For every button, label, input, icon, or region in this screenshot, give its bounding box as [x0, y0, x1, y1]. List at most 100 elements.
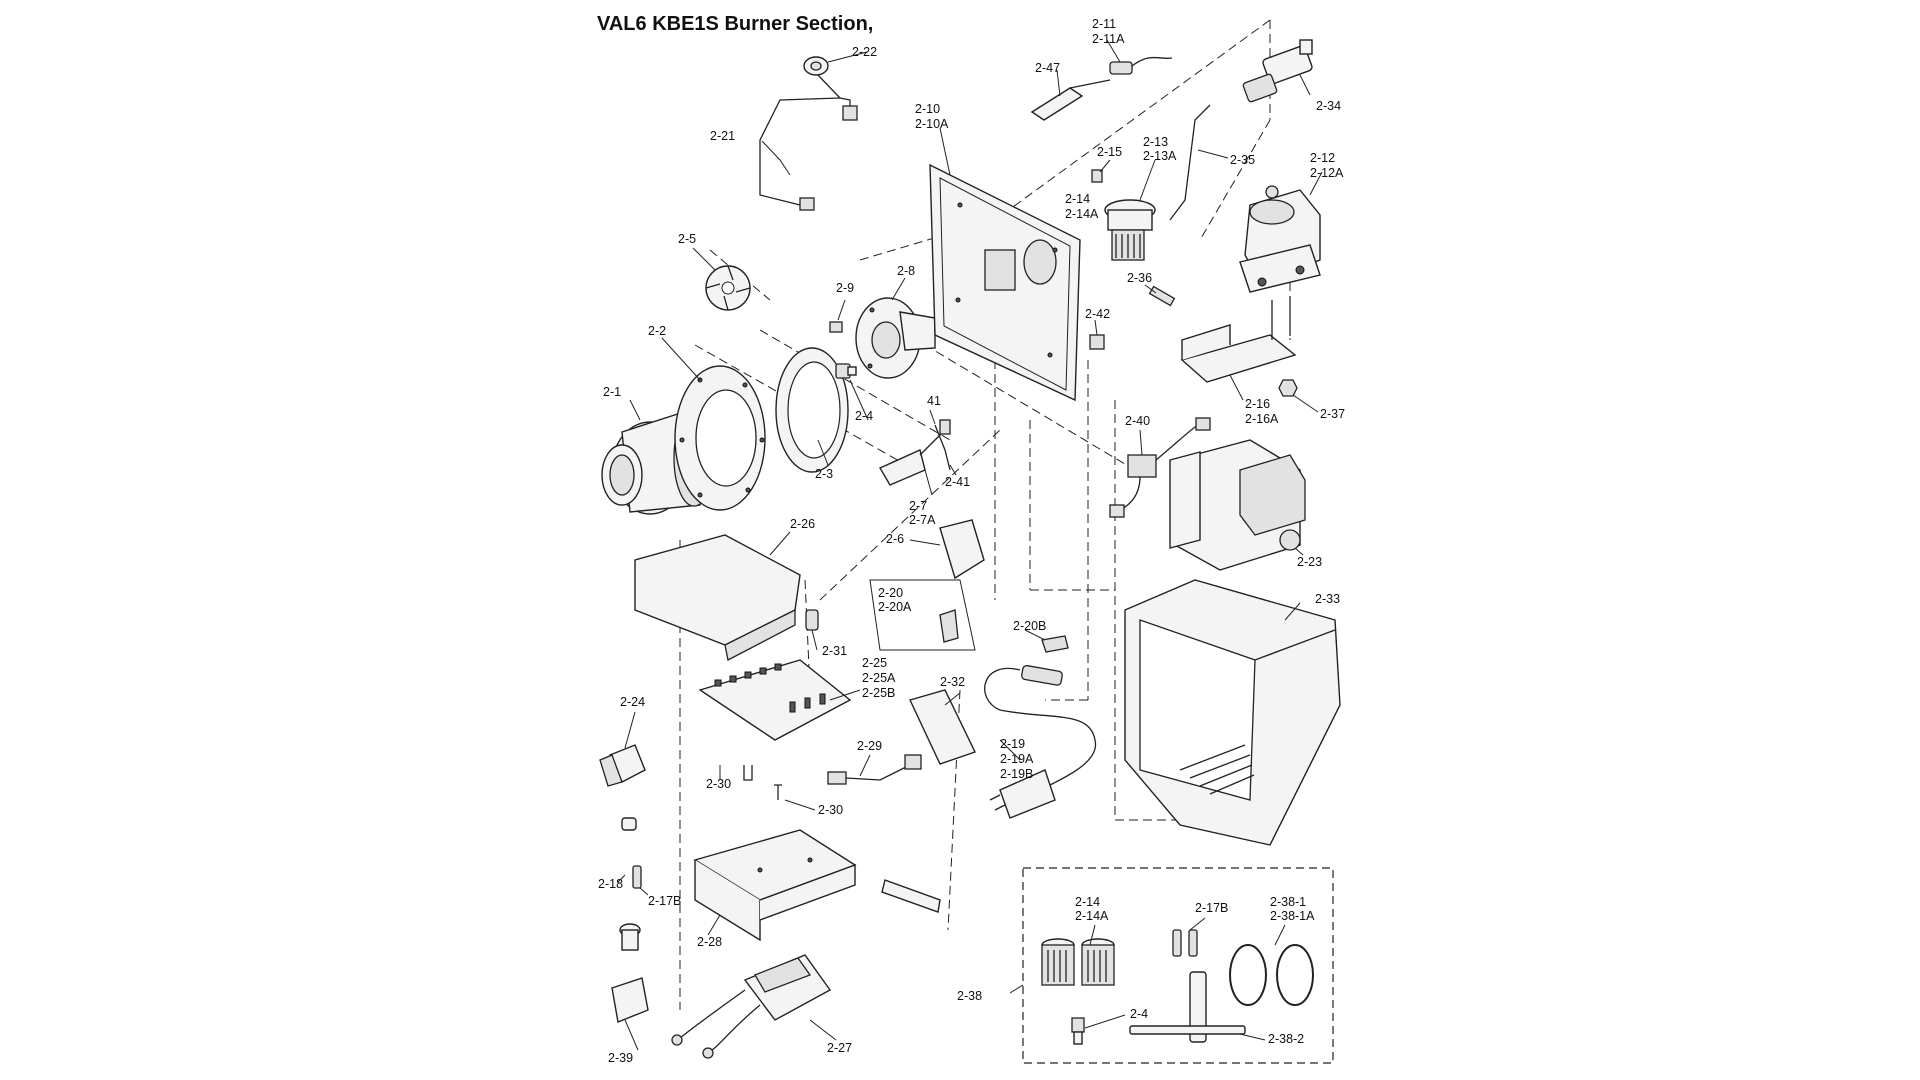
- kit-fuse-pair: [1172, 929, 1198, 957]
- part-2-37-nut: [1278, 379, 1298, 397]
- part-2-34-solenoid-valve: [1242, 39, 1313, 103]
- label-2-18: 2-18: [598, 877, 623, 891]
- part-2-42-clip: [1089, 334, 1105, 350]
- label-2-28: 2-28: [697, 935, 722, 949]
- part-2-47-sight-glass: [1030, 79, 1111, 121]
- part-2-15-fitting: [1091, 169, 1103, 183]
- label-2-14A: 2-14A: [1065, 207, 1099, 221]
- label-2-38: 2-38: [957, 989, 982, 1003]
- kit-labels: 2-14 2-14A 2-17B 2-38-1 2-38-1A 2-4 2-38…: [1075, 895, 1315, 1046]
- label-2-20B: 2-20B: [1013, 619, 1046, 633]
- part-2-39-bracket: [611, 977, 649, 1023]
- kit-nozzle: [1071, 1017, 1085, 1045]
- label-2-22: 2-22: [852, 45, 877, 59]
- part-2-24-transformer: [599, 744, 646, 787]
- diagram-title: VAL6 KBE1S Burner Section,: [597, 13, 873, 35]
- label-2-15: 2-15: [1097, 145, 1122, 159]
- label-2-17B: 2-17B: [648, 894, 681, 908]
- label-2-1: 2-1: [603, 385, 621, 399]
- part-2-25-control-board: [698, 659, 852, 741]
- label-2-40: 2-40: [1125, 414, 1150, 428]
- label-2-8: 2-8: [897, 264, 915, 278]
- label-2-29: 2-29: [857, 739, 882, 753]
- label-2-47: 2-47: [1035, 61, 1060, 75]
- label-2-25A: 2-25A: [862, 671, 896, 685]
- label-2-24: 2-24: [620, 695, 645, 709]
- service-kit-box: [1022, 867, 1334, 1064]
- kit-oil-filter-pair: [1041, 938, 1115, 986]
- part-2-33-burner-cover: [1124, 579, 1341, 846]
- leader-lines: [617, 39, 1323, 1051]
- label-2-4: 2-4: [855, 409, 873, 423]
- label-2-16: 2-16: [1245, 397, 1270, 411]
- label-2-23: 2-23: [1297, 555, 1322, 569]
- part-2-30-clip-a: [743, 765, 753, 781]
- part-2-16-pump-bracket: [1180, 296, 1297, 383]
- label-2-32: 2-32: [940, 675, 965, 689]
- part-2-27-cable-connector: [671, 954, 832, 1059]
- kit-label-2-14A: 2-14A: [1075, 909, 1109, 923]
- part-2-17B-fuse: [632, 865, 642, 889]
- kit-label-2-17B: 2-17B: [1195, 901, 1228, 915]
- part-2-36-sensor: [1148, 285, 1176, 307]
- part-2-10-mounting-plate: [929, 163, 1081, 402]
- label-2-31: 2-31: [822, 644, 847, 658]
- label-2-39: 2-39: [608, 1051, 633, 1065]
- part-2-19-power-cord: [984, 635, 1097, 819]
- label-41: 41: [927, 394, 941, 408]
- part-2-21-oil-line: [759, 71, 858, 211]
- label-2-10: 2-10: [915, 102, 940, 116]
- part-2-9-fitting: [829, 321, 843, 333]
- label-2-19: 2-19: [1000, 737, 1025, 751]
- part-2-2-flange: [674, 365, 766, 511]
- label-2-27: 2-27: [827, 1041, 852, 1055]
- label-2-21: 2-21: [710, 129, 735, 143]
- label-2-19A: 2-19A: [1000, 752, 1034, 766]
- label-2-25: 2-25: [862, 656, 887, 670]
- part-2-29-harness: [827, 754, 922, 785]
- kit-o-ring-pair: [1229, 944, 1314, 1006]
- part-2-35-oil-line: [1169, 104, 1211, 221]
- kit-label-2-38-1A: 2-38-1A: [1270, 909, 1315, 923]
- label-2-10A: 2-10A: [915, 117, 949, 131]
- label-2-14: 2-14: [1065, 192, 1090, 206]
- label-2-9: 2-9: [836, 281, 854, 295]
- part-2-14-oil-filter: [1111, 229, 1145, 261]
- label-2-41: 2-41: [945, 475, 970, 489]
- label-2-33: 2-33: [1315, 592, 1340, 606]
- part-2-30-clip-b: [774, 784, 782, 800]
- label-2-11A: 2-11A: [1092, 32, 1125, 46]
- part-2-4-nozzle: [835, 363, 857, 379]
- label-2-37: 2-37: [1320, 407, 1345, 421]
- part-2-7-ignition-electrode: [879, 419, 951, 486]
- part-2-6-bracket: [939, 519, 985, 580]
- label-2-42: 2-42: [1085, 307, 1110, 321]
- label-2-20A: 2-20A: [878, 600, 912, 614]
- label-2-30-b: 2-30: [818, 803, 843, 817]
- label-2-6: 2-6: [886, 532, 904, 546]
- label-2-11: 2-11: [1092, 17, 1116, 31]
- part-number-labels: 2-22 2-21 2-5 2-2 2-1 2-3 2-4 2-9 2-8 2-…: [598, 17, 1345, 1065]
- label-2-35: 2-35: [1230, 153, 1255, 167]
- part-2-23-blower-motor: [1169, 439, 1306, 571]
- label-2-13A: 2-13A: [1143, 149, 1177, 163]
- part-2-32-plate: [881, 689, 976, 913]
- part-2-11-photocell: [1109, 56, 1173, 75]
- part-2-18-fuse-holder: [619, 817, 641, 951]
- part-2-13-filter-housing: [1104, 199, 1156, 231]
- label-2-36: 2-36: [1127, 271, 1152, 285]
- part-2-5-fan-wheel: [705, 265, 751, 311]
- kit-label-2-38-2: 2-38-2: [1268, 1032, 1304, 1046]
- part-2-26-control-cover: [634, 534, 801, 661]
- label-2-25B: 2-25B: [862, 686, 895, 700]
- part-2-28-base-bracket: [693, 829, 857, 942]
- part-2-22-grommet: [803, 56, 829, 76]
- part-2-40-wiring-harness: [1109, 417, 1211, 518]
- kit-label-2-4: 2-4: [1130, 1007, 1148, 1021]
- part-2-41-lead: [934, 424, 951, 471]
- kit-label-2-38-1: 2-38-1: [1270, 895, 1306, 909]
- label-2-5: 2-5: [678, 232, 696, 246]
- kit-nozzle-wrench: [1129, 971, 1246, 1043]
- part-2-20-clip-group: [869, 579, 976, 651]
